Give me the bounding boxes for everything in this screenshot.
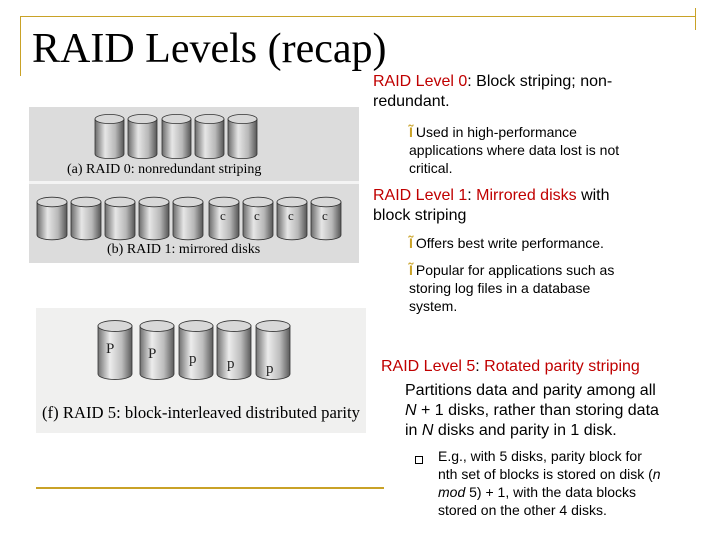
level1-desc-red: Mirrored disks bbox=[476, 187, 577, 204]
level5-subbullet: E.g., with 5 disks, parity block for nth… bbox=[438, 447, 718, 519]
level0-name: RAID Level 0 bbox=[373, 73, 468, 90]
level1-desc-black: with bbox=[576, 187, 610, 204]
level1-bullet2-line2: storing log files in a database bbox=[409, 280, 591, 296]
level5-sub-line2-n: n bbox=[652, 466, 661, 482]
level5-sub-line2: nth set of blocks is stored on disk ( bbox=[438, 466, 653, 482]
level0-bullet-line2: applications where data lost is not bbox=[409, 142, 620, 158]
raid0-caption: (a) RAID 0: nonredundant striping bbox=[67, 162, 261, 177]
raid5-disk: p bbox=[216, 320, 252, 380]
arrow-bullet-icon: Ĩ bbox=[409, 235, 413, 251]
raid1-disk bbox=[172, 196, 204, 241]
right-rule bbox=[695, 8, 696, 30]
level0-bullet-line3: critical. bbox=[409, 160, 453, 176]
raid5-caption: (f) RAID 5: block-interleaved distribute… bbox=[42, 403, 361, 422]
level1-sep: : bbox=[467, 187, 477, 204]
disk-label: c bbox=[288, 208, 294, 223]
level5-subbullet-marker bbox=[415, 450, 433, 469]
raid1-mirror-disk: c bbox=[242, 196, 274, 241]
disk-label: c bbox=[220, 208, 226, 223]
raid0-disk bbox=[194, 113, 225, 160]
raid0-disk bbox=[227, 113, 258, 160]
level0-desc2: redundant. bbox=[373, 93, 450, 110]
raid1-mirror-disk: c bbox=[310, 196, 342, 241]
disk-label: P bbox=[106, 341, 114, 357]
level0-bullet-line1: Used in high-performance bbox=[415, 124, 577, 140]
raid5-disk: P bbox=[139, 320, 175, 380]
raid0-disk bbox=[127, 113, 158, 160]
level1-bullet1-text: Offers best write performance. bbox=[415, 235, 604, 251]
level1-desc2: block striping bbox=[373, 207, 467, 224]
raid1-disk bbox=[138, 196, 170, 241]
arrow-bullet-icon: Ĩ bbox=[409, 262, 413, 278]
top-rule bbox=[20, 16, 696, 17]
level5-desc: Rotated parity striping bbox=[484, 358, 640, 375]
level5-para3-pre: in bbox=[405, 422, 422, 439]
disk-label: c bbox=[322, 208, 328, 223]
disk-label: p bbox=[266, 361, 274, 377]
level5-name: RAID Level 5 bbox=[381, 358, 476, 375]
raid1-caption: (b) RAID 1: mirrored disks bbox=[107, 242, 260, 257]
level5-para3-n: N bbox=[421, 422, 434, 439]
raid1-disk bbox=[36, 196, 68, 241]
raid1-mirror-disk: c bbox=[208, 196, 240, 241]
level1-name: RAID Level 1 bbox=[373, 187, 468, 204]
level5-sub-line1: E.g., with 5 disks, parity block for bbox=[438, 448, 642, 464]
slide-title: RAID Levels (recap) bbox=[32, 26, 387, 72]
level1-heading: RAID Level 1: Mirrored disks with block … bbox=[373, 186, 713, 226]
level5-para2-rest: + 1 disks, rather than storing data bbox=[416, 402, 659, 419]
level1-bullet2-line1: Popular for applications such as bbox=[415, 262, 615, 278]
level0-desc1: : Block striping; non- bbox=[467, 73, 613, 90]
level5-sub-line3-rest: 5) + 1, with the data blocks bbox=[465, 484, 637, 500]
disk-label: P bbox=[148, 346, 156, 362]
disk-label: p bbox=[227, 356, 235, 372]
bottom-rule bbox=[36, 487, 384, 489]
level5-heading: RAID Level 5: Rotated parity striping bbox=[381, 357, 716, 377]
raid5-disk: p bbox=[178, 320, 214, 380]
raid1-disk bbox=[104, 196, 136, 241]
arrow-bullet-icon: Ĩ bbox=[409, 124, 413, 140]
raid1-mirror-disk: c bbox=[276, 196, 308, 241]
disk-label: p bbox=[189, 351, 197, 367]
raid5-disk: p bbox=[255, 320, 291, 380]
level5-para3-rest: disks and parity in 1 disk. bbox=[433, 422, 617, 439]
raid0-disk bbox=[94, 113, 125, 160]
level5-sep: : bbox=[475, 358, 485, 375]
level5-sub-line3-mod: mod bbox=[438, 484, 466, 500]
square-bullet-icon bbox=[415, 456, 423, 465]
level5-sub-line4: stored on the other 4 disks. bbox=[438, 502, 607, 518]
disk-label: c bbox=[254, 208, 260, 223]
level5-para1: Partitions data and parity among all bbox=[405, 382, 656, 399]
raid5-disk: P bbox=[97, 320, 133, 380]
level5-para2-n: N bbox=[405, 402, 417, 419]
level1-bullet2-line3: system. bbox=[409, 298, 458, 314]
level0-heading: RAID Level 0: Block striping; non- redun… bbox=[373, 72, 713, 112]
raid0-raid1-figure: (a) RAID 0: nonredundant striping c c c c (… bbox=[29, 107, 359, 263]
left-rule bbox=[20, 16, 21, 76]
level5-paragraph: Partitions data and parity among all N +… bbox=[405, 381, 715, 441]
raid0-disk bbox=[161, 113, 192, 160]
raid1-disk bbox=[70, 196, 102, 241]
